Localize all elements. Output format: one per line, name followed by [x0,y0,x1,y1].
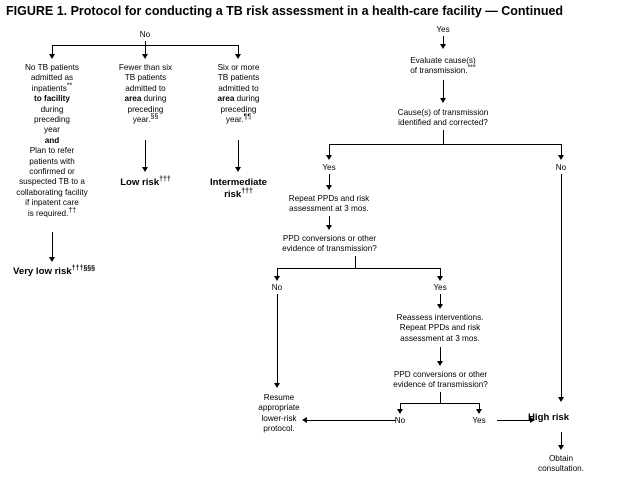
arrow-repeat1 [325,185,332,190]
leg-evaluate [443,36,444,45]
decision3-arrow-yes [475,409,482,414]
decision2-leg-no [277,268,278,277]
decision2-label-yes: Yes [433,283,447,292]
arrow-reassess [436,304,443,309]
decision2-stem [355,256,356,268]
left-arrow-1 [48,54,55,59]
decision3-leg-no [400,403,401,410]
decision1-no-longleg [561,174,562,398]
left-leg-2 [145,45,146,55]
decision3-bus [400,403,479,404]
decision3-yes-to-high-risk [497,420,531,421]
decision2-label-no: No [271,283,283,292]
node-evaluate-causes: Evaluate cause(s)of transmission.*** [410,56,476,76]
decision2-no-longleg [277,294,278,384]
decision2-no-arrow-down [273,383,280,388]
left-arrow-3 [234,54,241,59]
leg-decision2 [329,216,330,226]
decision1-leg-yes [329,144,330,156]
decision1-stem [443,130,444,144]
arrow-very-low-risk [48,257,55,262]
left-branch-stem [145,41,146,46]
outcome-high-risk: High risk [528,412,570,423]
decision1-label-yes: Yes [322,163,336,172]
left-leg-1 [52,45,53,55]
decision1-no-arrow-down [557,397,564,402]
decision3-no-arrowhead [302,416,307,423]
decision1-label-no: No [555,163,567,172]
decision2-bus [277,268,441,269]
leg-intermediate-risk [238,140,239,168]
outcome-low-risk: Low risk††† [120,175,171,188]
arrow-obtain-consultation [557,445,564,450]
decision3-arrow-no [396,409,403,414]
decision1-leg-no [561,144,562,156]
edge-label-yes-right: Yes [436,25,450,34]
decision2-arrow-yes [436,276,443,281]
figure-title: FIGURE 1. Protocol for conducting a TB r… [6,4,564,18]
leg-decision3 [440,347,441,362]
arrow-intermediate-risk [234,167,241,172]
arrow-evaluate [439,44,446,49]
decision3-no-to-resume [307,420,396,421]
leg-low-risk [145,140,146,168]
node-reassess-interventions: Reassess interventions.Repeat PPDs and r… [396,313,484,343]
decision3-label-no: No [394,416,406,425]
left-leg-3 [238,45,239,55]
decision3-yes-arrowhead [530,416,535,423]
arrow-decision1 [439,98,446,103]
left-arrow-2 [141,54,148,59]
decision2-arrow-no [273,276,280,281]
decision3-leg-yes [479,403,480,410]
edge-label-no-left: No [139,30,151,39]
leg-reassess [440,294,441,305]
decision1-arrow-no [557,155,564,160]
decision3-stem [440,392,441,403]
leg-decision1 [443,80,444,99]
outcome-very-low-risk: Very low risk†††§§§ [12,264,96,277]
arrow-low-risk [141,167,148,172]
arrow-decision2 [325,225,332,230]
decision2-leg-yes [440,268,441,277]
arrow-decision3 [436,361,443,366]
leg-obtain-consultation [561,432,562,446]
decision1-arrow-yes [325,155,332,160]
leg-very-low-risk [52,232,53,258]
decision3-label-yes: Yes [472,416,486,425]
decision1-bus [329,144,562,145]
leg-repeat1 [329,174,330,186]
